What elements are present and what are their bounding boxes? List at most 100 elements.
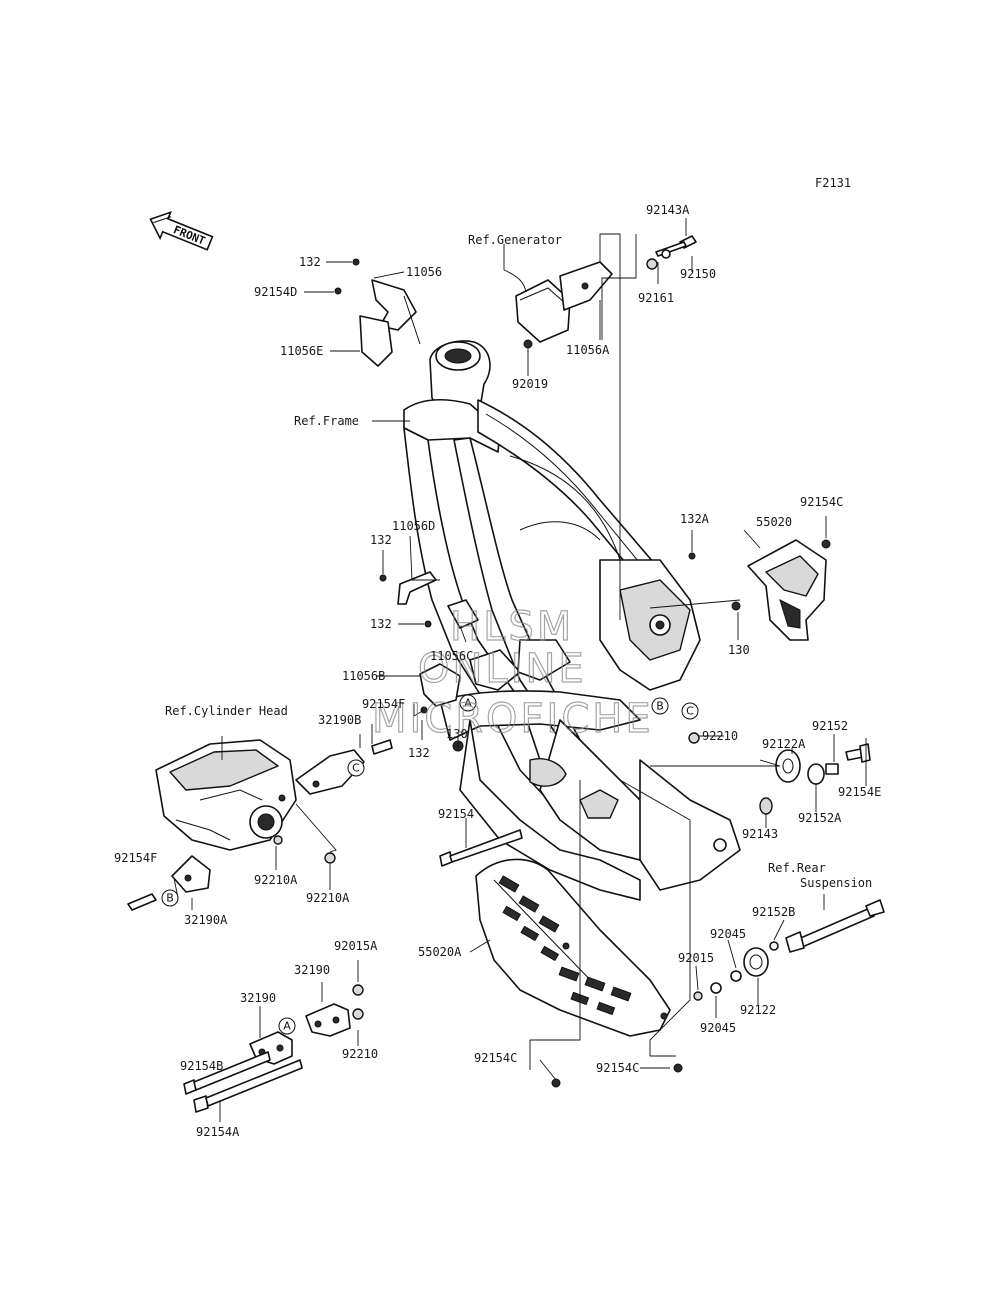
part-label: 92019 [512, 377, 548, 391]
pivot-shaft [785, 899, 885, 953]
svg-text:C: C [352, 762, 360, 775]
cylinder-head [155, 739, 297, 851]
leader-lines [173, 218, 867, 1122]
nut-92210A-1 [273, 835, 283, 845]
part-label: 92154C [800, 495, 843, 509]
part-label: 92143 [742, 827, 778, 841]
part-label: 32190A [184, 913, 228, 927]
marker-A-bottom: A [278, 1017, 296, 1035]
bolt-92154B [183, 1051, 271, 1095]
front-arrow-icon: FRONT [149, 210, 214, 251]
part-label: 92154F [362, 697, 405, 711]
part-label: 92210A [306, 891, 350, 905]
bracket-32190B [295, 739, 393, 795]
marker-C-head: C [347, 759, 365, 777]
seal-92045-top [730, 970, 742, 982]
part-label: 32190B [318, 713, 361, 727]
part-label: 92154A [196, 1125, 240, 1139]
part-label: 92154B [180, 1059, 223, 1073]
svg-text:C: C [686, 705, 694, 718]
bracket-11056 [334, 258, 421, 367]
part-label: 132 [408, 746, 430, 760]
bolt-92154C-right [673, 1063, 683, 1073]
ref-frame: Ref.Frame [294, 414, 359, 428]
nut-92210-bottom [352, 1008, 364, 1020]
watermark: HLSM ONLINE MICROFICHE [371, 603, 654, 742]
part-label: 92154 [438, 807, 474, 821]
part-label: 92154E [838, 785, 881, 799]
bracket-11056B [419, 663, 461, 714]
part-label: 132 [299, 255, 321, 269]
part-label: 92210 [342, 1047, 378, 1061]
ref-rear-suspension-line1: Ref.Rear [768, 861, 826, 875]
part-label: 11056D [392, 519, 435, 533]
part-label: 132 [370, 533, 392, 547]
part-label: 11056C [430, 649, 473, 663]
generator-assembly [503, 261, 613, 349]
marker-C-frame: C [681, 702, 699, 720]
part-label: 92045 [710, 927, 746, 941]
part-label: 130 [728, 643, 750, 657]
part-label: 92015 [678, 951, 714, 965]
skid-plate-55020A [475, 858, 671, 1037]
part-label: 92143A [646, 203, 690, 217]
part-label: 92152A [798, 811, 842, 825]
part-label: 55020 [756, 515, 792, 529]
part-label: 92210 [702, 729, 738, 743]
part-label: 11056 [406, 265, 442, 279]
svg-text:A: A [464, 697, 472, 710]
part-label: 92122A [762, 737, 806, 751]
part-label: 92154F [114, 851, 157, 865]
svg-text:B: B [656, 700, 664, 713]
part-label: 92161 [638, 291, 674, 305]
svg-text:MICROFICHE: MICROFICHE [372, 696, 654, 742]
svg-text:A: A [283, 1020, 291, 1033]
collar-92152 [825, 763, 839, 775]
nut-92015 [693, 991, 703, 1001]
cover-55020 [747, 539, 831, 641]
part-label: 132A [680, 512, 710, 526]
nut-92161 [646, 258, 658, 270]
part-label: 11056E [280, 344, 323, 358]
part-label: 11056B [342, 669, 385, 683]
part-label: 130 [446, 727, 468, 741]
part-label: 92154C [596, 1061, 639, 1075]
part-label: 92154D [254, 285, 297, 299]
part-label: 92122 [740, 1003, 776, 1017]
svg-text:B: B [166, 892, 174, 905]
collar-92122A [775, 749, 801, 783]
seal-92152A [807, 763, 825, 785]
bolt-92154A [193, 1059, 303, 1113]
bracket-32190A [127, 855, 211, 911]
washer-92143A [661, 249, 671, 259]
marker-B-frame: B [651, 697, 669, 715]
nut-92210A-2 [324, 852, 336, 864]
nut-92210 [688, 732, 700, 744]
bolt-92154 [439, 829, 523, 867]
washer-92143 [759, 797, 773, 815]
marker-B-head: B [161, 889, 179, 907]
marker-A-frame: A [459, 694, 477, 712]
diagram-id: F2131 [815, 176, 851, 190]
bolt-132A [688, 552, 696, 560]
part-label: 11056A [566, 343, 610, 357]
part-label: 32190 [240, 991, 276, 1005]
nut-92015A [352, 984, 364, 996]
part-label: 92152B [752, 905, 795, 919]
collar-92152B [769, 941, 779, 951]
ref-rear-suspension-line2: Suspension [800, 876, 872, 890]
part-labels: 132 11056 92154D 11056E 92143A 92150 921… [114, 203, 881, 1139]
bracket-11056C [447, 599, 479, 629]
seal-92045-bottom [710, 982, 722, 994]
bolt-92154E [845, 743, 871, 763]
part-label: 92045 [700, 1021, 736, 1035]
part-label: 92154C [474, 1051, 517, 1065]
bracket-32190-right [305, 1003, 351, 1037]
part-label: 92152 [812, 719, 848, 733]
svg-text:HLSM: HLSM [450, 604, 574, 650]
bearing-92122 [743, 947, 769, 977]
part-label: 32190 [294, 963, 330, 977]
ref-generator: Ref.Generator [468, 233, 562, 247]
